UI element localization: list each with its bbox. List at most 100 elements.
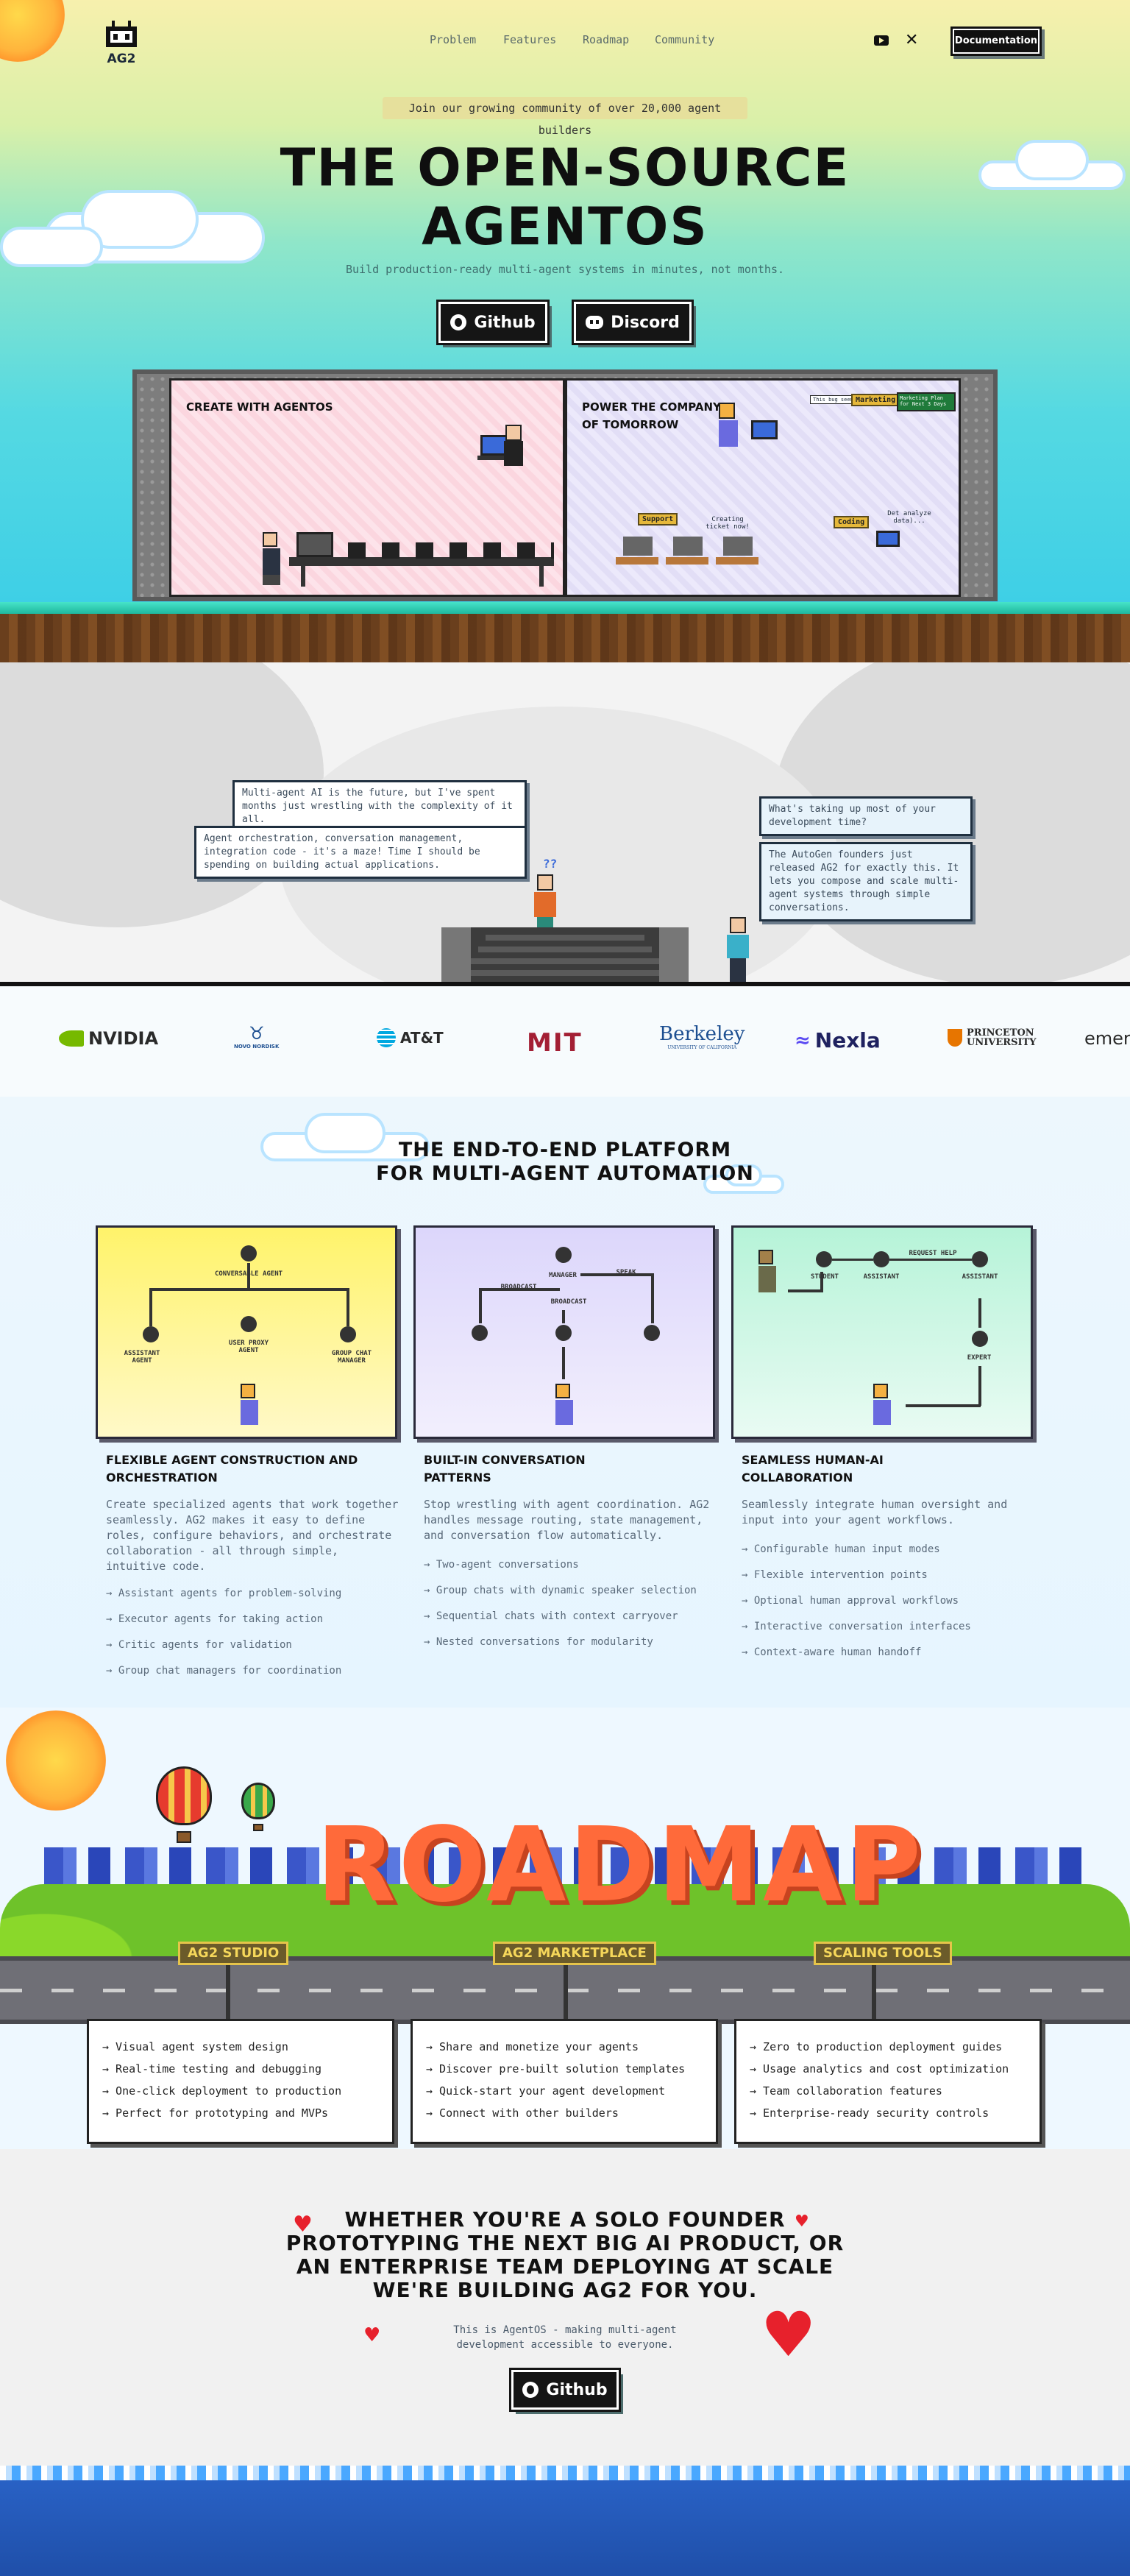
confused-developer: ?? (534, 857, 557, 942)
feature-card-orchestration: CONVERSABLE AGENT ASSISTANT AGENT USER P… (96, 1225, 397, 1439)
node-group-chat-manager: GROUP CHAT MANAGER (331, 1350, 372, 1365)
logo-nvidia: NVIDIA (59, 1028, 158, 1049)
sign-marketing: Marketing (851, 394, 900, 406)
roadmap-card-scaling: → Zero to production deployment guides →… (734, 2019, 1042, 2144)
feature-list-conversation: → Two-agent conversations → Group chats … (424, 1559, 718, 1662)
logo-mit: MIT (527, 1028, 583, 1058)
feature-list-orchestration: → Assistant agents for problem-solving →… (106, 1588, 400, 1691)
ceo-figure (719, 403, 738, 461)
marketing-board: Marketing Plan for Next 3 Days (897, 392, 956, 411)
speech-analyze-data: Det analyze data)... (887, 510, 931, 525)
grass-ground (0, 602, 1130, 662)
robot-logo-icon (106, 21, 137, 47)
github-button[interactable]: Github (436, 300, 550, 345)
heart-icon: ♥ (363, 2324, 381, 2346)
node-speak: SPEAK (616, 1269, 636, 1276)
list-item: → Executor agents for taking action (106, 1613, 324, 1625)
panel-left-title: CREATE WITH AGENTOS (186, 400, 333, 414)
cloud-icon (703, 1164, 784, 1194)
princeton-shield-icon (948, 1029, 962, 1047)
feature-card-human-ai: STUDENT ASSISTANT ASSISTANT EXPERT REQUE… (731, 1225, 1033, 1439)
discord-button[interactable]: Discord (572, 300, 694, 345)
hero-title-line2: AGENTOS (422, 197, 708, 257)
robot-icon (644, 1325, 660, 1341)
robot-printer (296, 532, 333, 557)
robot-icon (143, 1326, 159, 1342)
list-item: → Assistant agents for problem-solving (106, 1588, 342, 1599)
community-badge: Join our growing community of over 20,00… (383, 97, 747, 137)
nav-features[interactable]: Features (503, 33, 557, 46)
office-robots (623, 537, 763, 556)
roadmap-title: ROADMAP (316, 1805, 924, 1925)
list-item: → Flexible intervention points (742, 1569, 928, 1581)
youtube-icon[interactable] (874, 35, 889, 46)
hero-section: AG2 Problem Features Roadmap Community ✕… (0, 0, 1130, 662)
cta-subtitle: This is AgentOS - making multi-agent dev… (453, 2324, 677, 2351)
sign-support: Support (638, 513, 678, 526)
list-item: → Enterprise-ready security controls (750, 2106, 989, 2120)
apis-bull-icon: ♉ (248, 1023, 265, 1044)
roadmap-card-studio: → Visual agent system design → Real-time… (87, 2019, 394, 2144)
roadmap-tag-scaling: SCALING TOOLS (814, 1942, 952, 1965)
user-figure (241, 1384, 258, 1431)
list-item: → Discover pre-built solution templates (426, 2062, 686, 2076)
heart-icon: ♥ (761, 2299, 817, 2371)
list-item: → Sequential chats with context carryove… (424, 1610, 678, 1622)
x-twitter-icon[interactable]: ✕ (905, 31, 919, 49)
panel-create-with-agentos: CREATE WITH AGENTOS (169, 378, 565, 597)
desk-row (616, 557, 763, 565)
cloud-icon (0, 183, 287, 271)
node-assistant: ASSISTANT (863, 1273, 900, 1281)
list-item: → Real-time testing and debugging (102, 2062, 322, 2076)
problem-section: Multi-agent AI is the future, but I've s… (0, 662, 1130, 986)
cta-github-button[interactable]: Github (509, 2368, 621, 2412)
worker-figure (263, 532, 280, 587)
list-item: → Zero to production deployment guides (750, 2040, 1003, 2053)
hot-air-balloon-icon (241, 1783, 275, 1834)
feature-desc-orchestration: Create specialized agents that work toge… (106, 1498, 399, 1573)
list-item: → Share and monetize your agents (426, 2040, 639, 2053)
robot-icon (340, 1326, 356, 1342)
robot-icon (816, 1251, 832, 1267)
documentation-button[interactable]: Documentation (950, 26, 1042, 56)
node-expert: EXPERT (967, 1354, 992, 1362)
list-item: → Connect with other builders (426, 2106, 619, 2120)
nexla-wave-icon: ≈ (795, 1029, 811, 1052)
robot-agents-row (348, 542, 554, 559)
list-item: → Group chats with dynamic speaker selec… (424, 1585, 697, 1596)
list-item: → Team collaboration features (750, 2084, 942, 2098)
helper-developer (727, 917, 749, 985)
list-item: → Quick-start your agent development (426, 2084, 666, 2098)
heart-icon: ♥ (293, 2212, 313, 2237)
top-nav: AG2 Problem Features Roadmap Community ✕… (0, 0, 1130, 82)
list-item: → Context-aware human handoff (742, 1646, 922, 1658)
assembly-line (289, 557, 554, 566)
user-figure (555, 1384, 573, 1431)
list-item: → Critic agents for validation (106, 1639, 292, 1651)
node-broadcast: BROADCAST (550, 1298, 587, 1306)
ag2-logo[interactable]: AG2 (100, 21, 143, 66)
list-item: → One-click deployment to production (102, 2084, 342, 2098)
cta-title: WHETHER YOU'RE A SOLO FOUNDER PROTOTYPIN… (285, 2207, 845, 2302)
logo-nexla: ≈Nexla (795, 1028, 881, 1052)
node-assistant-agent: ASSISTANT AGENT (124, 1350, 160, 1365)
list-item: → Configurable human input modes (742, 1543, 940, 1555)
nav-community[interactable]: Community (655, 33, 715, 46)
node-user-proxy-agent: USER PROXY AGENT (228, 1340, 269, 1354)
discord-button-label: Discord (611, 313, 680, 332)
nav-problem[interactable]: Problem (430, 33, 477, 46)
feature-card-conversation: MANAGER BROADCAST SPEAK BROADCAST (413, 1225, 715, 1439)
node-manager: MANAGER (549, 1272, 577, 1279)
nav-roadmap[interactable]: Roadmap (583, 33, 630, 46)
sun-icon (6, 1710, 106, 1811)
robot-icon (972, 1251, 988, 1267)
robot-icon (972, 1331, 988, 1347)
logo-emergence: emer (1084, 1028, 1130, 1049)
